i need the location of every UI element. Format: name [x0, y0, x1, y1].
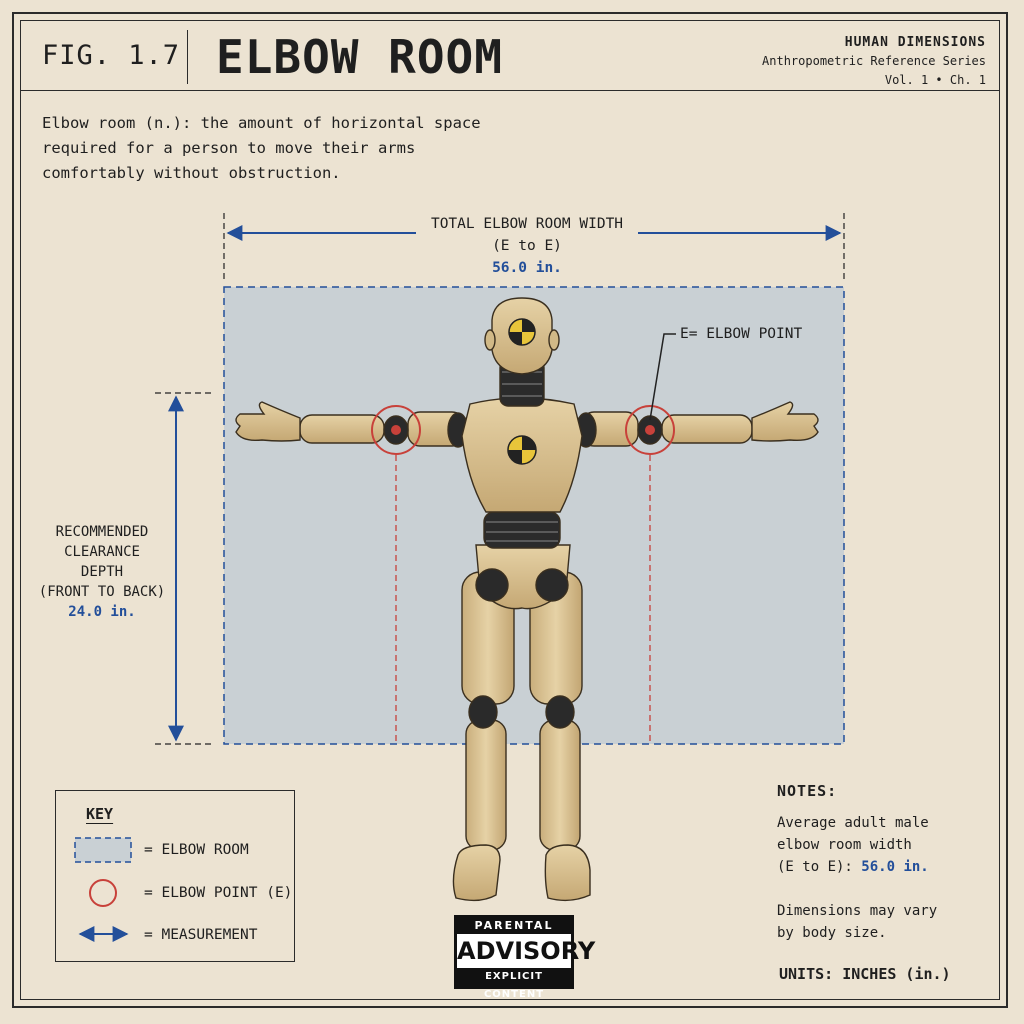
advisory-top: PARENTAL: [457, 918, 571, 934]
key-elbow-room-swatch: [74, 837, 132, 863]
depth-dimension-label: RECOMMENDED CLEARANCE DEPTH (FRONT TO BA…: [38, 522, 166, 622]
notes-panel: NOTES: Average adult male elbow room wid…: [777, 780, 997, 944]
advisory-middle: ADVISORY: [457, 937, 596, 965]
series-info: HUMAN DIMENSIONS Anthropometric Referenc…: [762, 33, 986, 90]
series-title: HUMAN DIMENSIONS: [844, 35, 986, 50]
key-title: KEY: [86, 805, 114, 823]
notes-width-value: 56.0 in.: [861, 859, 929, 875]
key-item-elbow-point: = ELBOW POINT (E): [144, 885, 293, 901]
head-target-icon: [508, 318, 536, 346]
key-elbow-point-symbol: [89, 879, 117, 907]
series-volume: Vol. 1 • Ch. 1: [884, 73, 986, 87]
units-label: UNITS: INCHES (in.): [779, 965, 951, 983]
chest-target-icon: [507, 435, 537, 465]
elbow-point-callout: E= ELBOW POINT: [680, 326, 803, 342]
figure-label-divider: [187, 30, 188, 84]
legend-key: KEY = ELBOW ROOM = ELBOW POINT (E) = MEA…: [55, 790, 295, 962]
figure-label: FIG. 1.7: [42, 40, 181, 71]
width-label-line2: (E to E): [492, 238, 562, 254]
key-item-elbow-room: = ELBOW ROOM: [144, 842, 249, 858]
outer-frame: [12, 12, 1008, 1008]
definition-line: comfortably without obstruction.: [42, 164, 341, 182]
definition-text: Elbow room (n.): the amount of horizonta…: [42, 111, 562, 186]
header-divider: [20, 90, 1000, 91]
width-dimension-label: TOTAL ELBOW ROOM WIDTH (E to E) 56.0 in.: [416, 213, 638, 279]
inner-frame: [20, 20, 1000, 1000]
definition-line: Elbow room (n.): the amount of horizonta…: [42, 114, 481, 132]
notes-line-prefix: (E to E):: [777, 859, 862, 875]
width-label-line1: TOTAL ELBOW ROOM WIDTH: [430, 216, 624, 232]
width-value: 56.0 in.: [492, 260, 562, 276]
definition-line: required for a person to move their arms: [42, 139, 416, 157]
depth-label-line: DEPTH: [80, 564, 124, 580]
crash-test-dummy: [235, 297, 819, 902]
notes-line: Dimensions may vary: [777, 903, 938, 919]
notes-line: Average adult male: [777, 815, 929, 831]
key-item-measurement: = MEASUREMENT: [144, 927, 258, 943]
notes-line: by body size.: [777, 925, 887, 941]
elbow-point-left: [371, 405, 421, 455]
depth-label-line: (FRONT TO BACK): [38, 584, 166, 600]
parental-advisory-label: PARENTAL ADVISORY EXPLICIT CONTENT: [454, 915, 596, 1000]
page-title: ELBOW ROOM: [216, 30, 503, 84]
depth-label-line: CLEARANCE: [64, 544, 140, 560]
depth-value: 24.0 in.: [68, 604, 136, 620]
series-subtitle: Anthropometric Reference Series: [762, 54, 986, 68]
depth-label-line: RECOMMENDED: [55, 524, 149, 540]
notes-title: NOTES:: [777, 782, 838, 800]
notes-line: (E to E): 56.0 in.: [777, 856, 997, 878]
advisory-bottom: EXPLICIT CONTENT: [457, 968, 571, 1000]
notes-line: elbow room width: [777, 837, 912, 853]
elbow-point-right: [625, 405, 675, 455]
elbow-callout-leader: [649, 333, 676, 421]
